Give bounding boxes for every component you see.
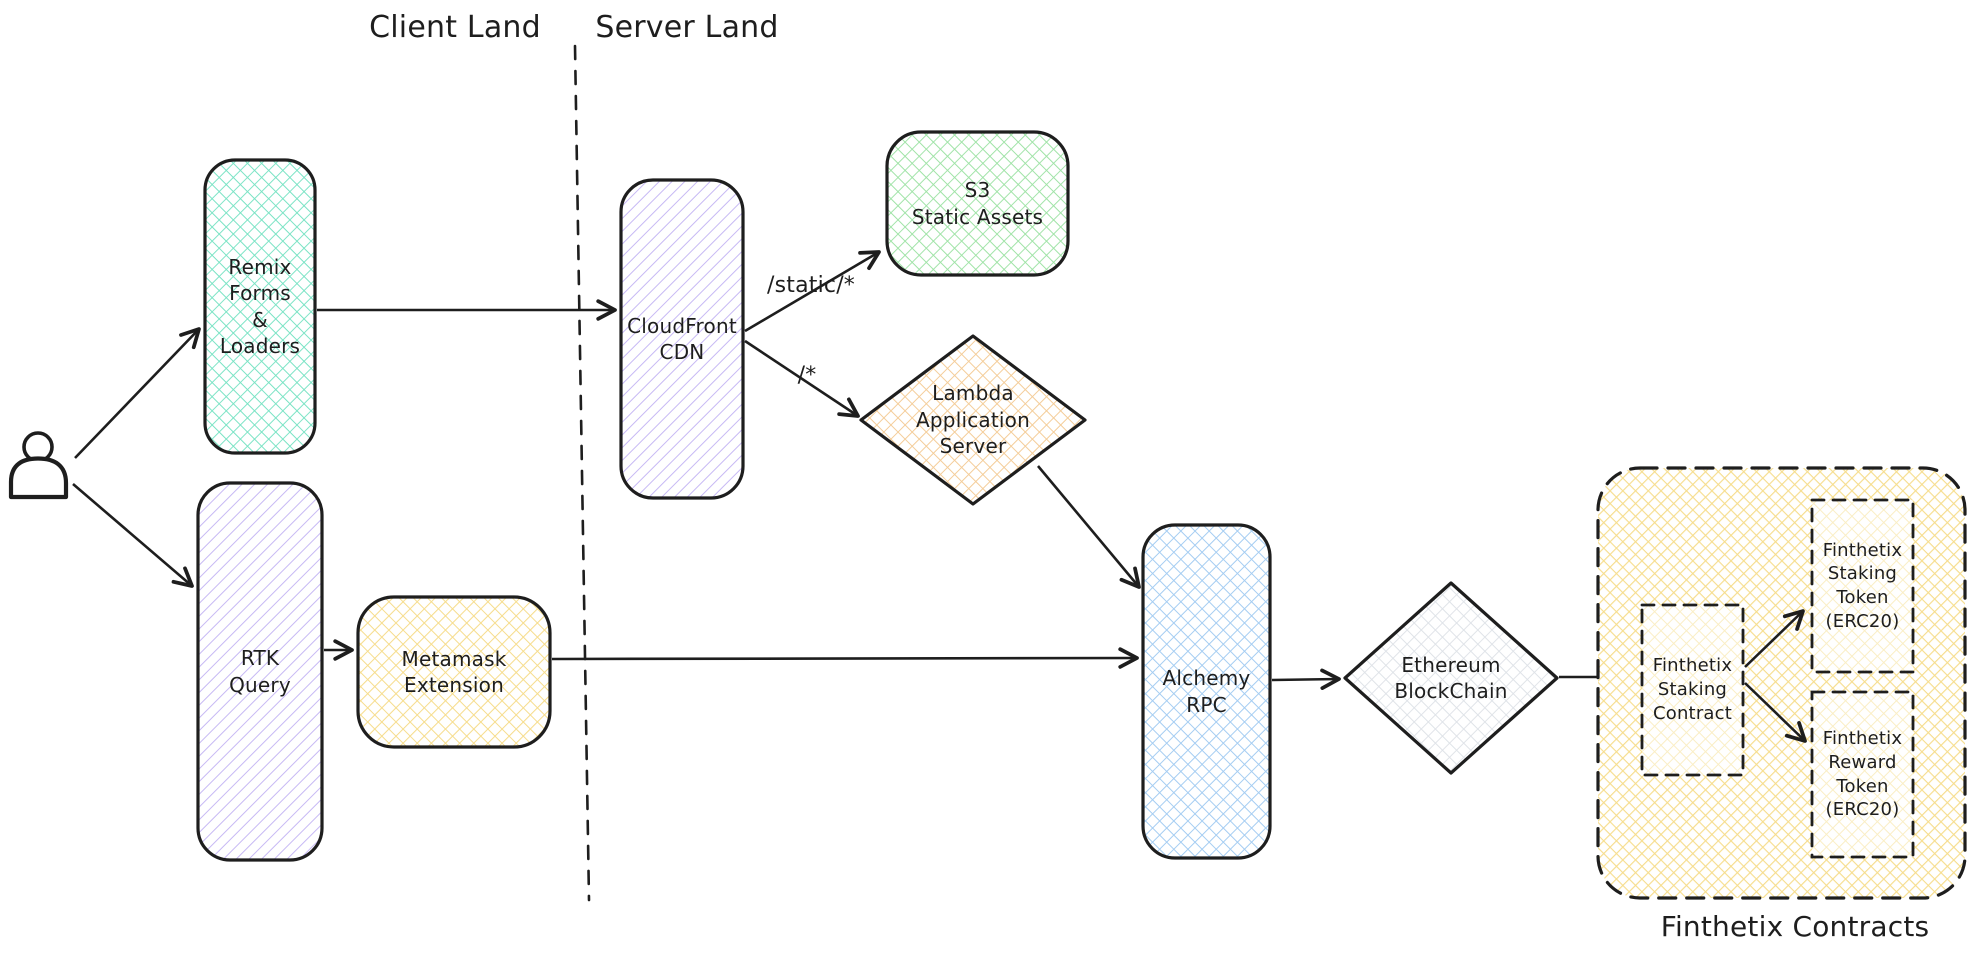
node-ethereum [1343,581,1559,775]
node-staking-token [1810,498,1915,674]
edge-user-to-rtk-query [72,483,194,588]
node-lambda [859,334,1087,506]
edge-alchemy-to-ethereum [1271,668,1341,690]
edge-cloudfront-to-s3 [744,250,881,333]
edge-lambda-to-alchemy [1037,465,1141,589]
node-staking-contract [1640,603,1745,777]
node-s3 [885,130,1070,277]
edge-staking-contract-to-staking-token [1744,609,1805,668]
edge-metamask-to-alchemy [551,647,1139,669]
node-remix [203,158,317,455]
node-rtk-query [196,481,324,862]
node-reward-token [1810,690,1915,859]
node-cloudfront [619,178,745,500]
node-alchemy [1141,523,1272,860]
edge-cloudfront-to-lambda [744,339,860,418]
user-icon [8,431,69,500]
edge-staking-contract-to-reward-token [1744,682,1807,743]
edge-user-to-remix [74,327,201,459]
node-metamask [356,595,552,749]
client-server-divider [573,44,591,902]
